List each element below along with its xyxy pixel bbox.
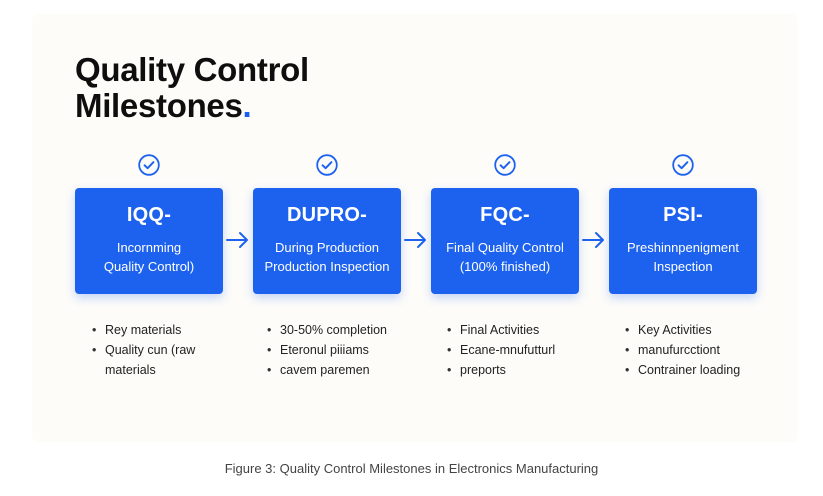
list-item: manufurcctiont bbox=[625, 340, 740, 360]
list-item: Contrainer loading bbox=[625, 360, 740, 380]
stage-activities-psi: Key Activities manufurcctiont Contrainer… bbox=[625, 320, 740, 380]
stage-description-line: During Production bbox=[274, 240, 380, 255]
list-item: Quality cun (raw bbox=[92, 340, 195, 360]
list-item: Final Activities bbox=[447, 320, 555, 340]
arrow-right-icon bbox=[225, 229, 251, 251]
stage-description-line: Preshinnpenigment bbox=[626, 240, 740, 255]
stage-box-iqc: IQQ- Incornming Quality Control) bbox=[75, 188, 223, 294]
title-line-2: Milestones. bbox=[75, 88, 309, 124]
stage-description-line: Quality Control) bbox=[103, 259, 195, 274]
page-title: Quality Control Milestones. bbox=[75, 52, 309, 124]
stage-description-line: Final Quality Control bbox=[446, 240, 564, 255]
check-circle-icon bbox=[494, 154, 516, 176]
stage-activities-fqc: Final Activities Ecane-mnufutturl prepor… bbox=[447, 320, 555, 380]
list-item: Key Activities bbox=[625, 320, 740, 340]
stage-code: FQC- bbox=[480, 204, 530, 226]
stage-description: Preshinnpenigment Inspection bbox=[609, 238, 757, 276]
arrow-right-icon bbox=[581, 229, 607, 251]
stage-code: DUPRO- bbox=[286, 204, 368, 226]
list-item: Rey materials bbox=[92, 320, 195, 340]
stage-description-line: (100% finished) bbox=[459, 259, 551, 274]
list-item: preports bbox=[447, 360, 555, 380]
stage-activities-iqc: Rey materials Quality cun (raw materials bbox=[92, 320, 195, 380]
title-accent-dot: . bbox=[242, 87, 252, 124]
list-item: Eteronul piiiams bbox=[267, 340, 387, 360]
title-line-2-text: Milestones bbox=[75, 87, 243, 124]
stage-activities-dupro: 30-50% completion Eteronul piiiams cavem… bbox=[267, 320, 387, 380]
stage-box-fqc: FQC- Final Quality Control (100% finishe… bbox=[431, 188, 579, 294]
stage-description-line: Incornming bbox=[116, 240, 182, 255]
list-item: Ecane-mnufutturl bbox=[447, 340, 555, 360]
list-item: cavem paremen bbox=[267, 360, 387, 380]
stage-description-line: Production Inspection bbox=[264, 259, 390, 274]
arrow-right-icon bbox=[403, 229, 429, 251]
stage-code: IQQ- bbox=[126, 204, 172, 226]
figure-caption: Figure 3: Quality Control Milestones in … bbox=[224, 461, 599, 476]
stage-description: Incornming Quality Control) bbox=[75, 238, 223, 276]
stage-box-dupro: DUPRO- During Production Production Insp… bbox=[253, 188, 401, 294]
list-item: 30-50% completion bbox=[267, 320, 387, 340]
stage-box-psi: PSI- Preshinnpenigment Inspection bbox=[609, 188, 757, 294]
check-circle-icon bbox=[138, 154, 160, 176]
stage-description-line: Inspection bbox=[653, 259, 713, 274]
check-circle-icon bbox=[672, 154, 694, 176]
stage-code: PSI- bbox=[663, 204, 703, 226]
stage-description: Final Quality Control (100% finished) bbox=[431, 238, 579, 276]
check-circle-icon bbox=[316, 154, 338, 176]
list-item: materials bbox=[105, 363, 156, 377]
title-line-1: Quality Control bbox=[75, 51, 309, 88]
stage-description: During Production Production Inspection bbox=[253, 238, 401, 276]
